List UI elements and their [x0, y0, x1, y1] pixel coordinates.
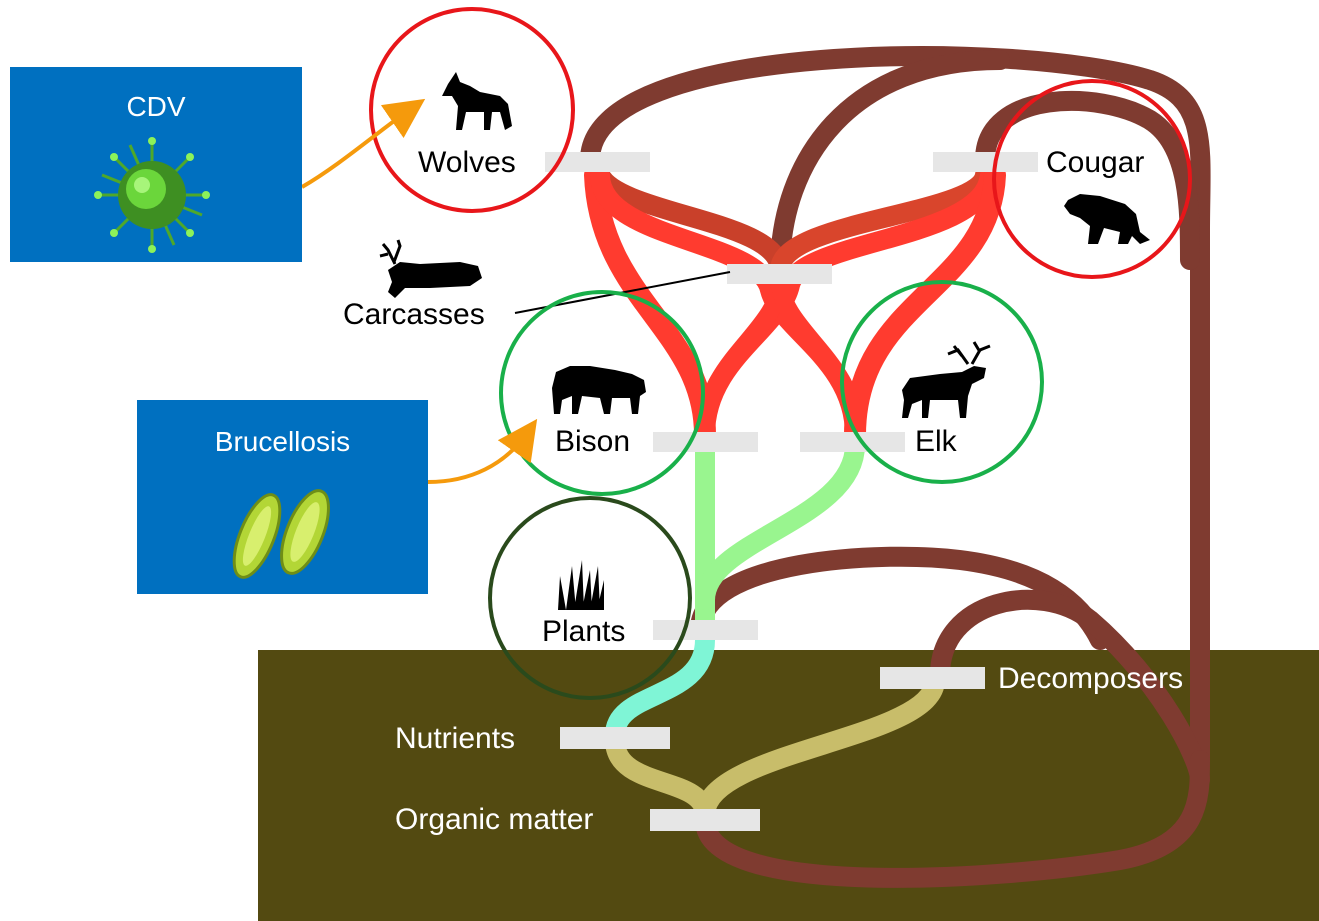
- elk-highlight-circle: [840, 280, 1044, 484]
- node-bars: [545, 152, 1038, 831]
- organic-matter-label: Organic matter: [395, 803, 593, 836]
- wolves-highlight-circle: [369, 7, 575, 213]
- flow-carcass-to-cougar-loop: [770, 50, 1010, 280]
- plants-label: Plants: [542, 615, 625, 648]
- flow-decomposer-loop: [930, 589, 1210, 790]
- nutrients-label: Nutrients: [395, 722, 515, 755]
- elk-icon: [902, 341, 991, 418]
- wolf-icon: [442, 72, 512, 130]
- flow-nutrients-to-plants: [605, 630, 715, 745]
- flow-cougar-to-decomposers: [975, 91, 1200, 270]
- flow-elk-to-carcass: [771, 271, 864, 439]
- bison-highlight-circle: [499, 290, 705, 496]
- elk-label: Elk: [915, 425, 958, 458]
- nutrients-node-bar: [560, 727, 670, 749]
- cougar-highlight-circle: [992, 79, 1192, 279]
- virus-icon: [94, 137, 210, 253]
- cougar-icon: [1064, 194, 1150, 244]
- bison-label: Bison: [555, 425, 630, 458]
- bison-icon: [552, 366, 646, 414]
- wolves-node-bar: [545, 152, 650, 172]
- flow-decomposers-to-organic: [695, 670, 945, 825]
- elk-node-bar: [800, 432, 905, 452]
- cougar-node-bar: [933, 152, 1038, 172]
- decomposers-label: Decomposers: [998, 662, 1183, 695]
- flow-bison-to-wolves: [584, 164, 716, 446]
- carcasses-label: Carcasses: [343, 298, 485, 331]
- organic-matter-node-bar: [650, 809, 760, 831]
- decomposers-node-bar: [880, 667, 985, 689]
- brucellosis-arrow: [427, 418, 538, 484]
- flow-wolves-to-decomposers: [580, 46, 1211, 770]
- flow-bison-to-carcass: [696, 271, 789, 439]
- cougar-label: Cougar: [1046, 146, 1144, 179]
- grass-icon: [558, 560, 604, 610]
- flow-elk-to-cougar: [844, 164, 1006, 446]
- brucellosis-box: Brucellosis: [137, 400, 428, 594]
- cdv-arrow: [300, 98, 426, 189]
- flow-plants-to-elk: [695, 435, 865, 610]
- plants-highlight-circle: [488, 496, 692, 700]
- cdv-box: CDV: [10, 67, 302, 262]
- flow-organic-to-decomposers: [695, 750, 1210, 888]
- brucellosis-label: Brucellosis: [214, 426, 351, 457]
- carcass-icon: [379, 239, 482, 298]
- carcasses-node-bar: [727, 264, 832, 284]
- bacteria-icon: [232, 489, 330, 579]
- plants-node-bar: [653, 620, 758, 640]
- cdv-label: CDV: [126, 91, 186, 122]
- bison-node-bar: [653, 432, 758, 452]
- wolves-label: Wolves: [418, 146, 516, 179]
